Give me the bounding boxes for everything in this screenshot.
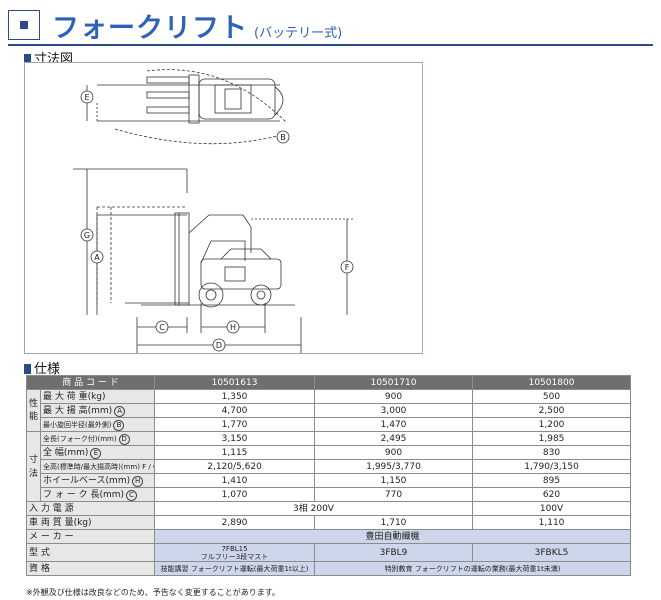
cell: 豊田自動織機 (154, 529, 632, 544)
row-label: 全長(フォーク付)(mm)D (39, 431, 156, 446)
mark-c: C (126, 489, 138, 501)
mark-d: D (118, 433, 130, 445)
code-3: 10501800 (472, 375, 632, 390)
cell: 4,700 (154, 403, 316, 418)
group-performance: 性能 (26, 389, 41, 432)
table-row: メ ー カ ー 豊田自動織機 (25, 529, 632, 544)
code-2: 10501710 (314, 375, 474, 390)
row-label: メ ー カ ー (25, 529, 156, 544)
section-marker-icon (24, 54, 31, 64)
table-row: 寸法 全長(フォーク付)(mm)D 3,150 2,495 1,985 (26, 431, 632, 502)
table-row: 車 両 質 量(kg) 2,890 1,710 1,110 (25, 515, 632, 530)
page-header: フォークリフト (バッテリー式) (8, 4, 653, 46)
cell: 1,470 (314, 417, 474, 432)
mark-e: E (90, 447, 102, 459)
cell: 1,070 (154, 487, 316, 502)
cell: 100V (472, 501, 632, 516)
table-row: 性能 最 大 荷 重(kg) 1,350 900 500 (26, 389, 632, 432)
cell: 3相 200V (154, 501, 474, 516)
title-subtitle: (バッテリー式) (254, 26, 343, 41)
cell: 770 (314, 487, 474, 502)
row-label: 最 大 揚 高(mm)A (39, 403, 156, 418)
mark-fg: F / G (142, 462, 153, 471)
cell: 1,985 (472, 431, 632, 446)
cell: 1,115 (154, 445, 316, 460)
row-label: 全高(標準時/最大揚高時)(mm) F / G (39, 459, 156, 474)
cell: 3FBL9 (314, 543, 474, 562)
label-a: A (94, 253, 100, 262)
mark-h: H (132, 475, 144, 487)
cell: 2,500 (472, 403, 632, 418)
code-1: 10501613 (154, 375, 316, 390)
title-square-icon (8, 10, 40, 40)
cell: 1,770 (154, 417, 316, 432)
table-row: 最小旋回半径(最外側)B 1,770 1,470 1,200 (27, 417, 632, 432)
cell: 900 (314, 445, 474, 460)
cell: 1,200 (472, 417, 632, 432)
section-marker-icon (24, 364, 31, 374)
cell: 620 (472, 487, 632, 502)
table-row: フ ォ ー ク 長(mm)C 1,070 770 620 (27, 487, 632, 502)
cell: 3,150 (154, 431, 316, 446)
section-specs-label: 仕様 (34, 362, 61, 377)
table-row: ホイールベース(mm)H 1,410 1,150 895 (27, 473, 632, 488)
cell: 3,000 (314, 403, 474, 418)
group-dimensions: 寸法 (26, 431, 41, 502)
spec-table: 商 品 コ ー ド 10501613 10501710 10501800 性能 … (25, 375, 632, 576)
label-d: D (216, 341, 222, 350)
title-main: フォークリフト (52, 13, 248, 44)
table-row: 入 力 電 源 3相 200V 100V (25, 501, 632, 516)
cell: 2,890 (154, 515, 316, 530)
code-header: 商 品 コ ー ド (25, 375, 156, 390)
cell: 900 (314, 389, 474, 404)
row-label: 型 式 (25, 543, 156, 562)
footnote: ※外観及び仕様は改良などのため、予告なく変更することがあります。 (26, 588, 280, 597)
cell: 特別教育 フォークリフトの運転の業務(最大荷重1t未満) (314, 561, 632, 576)
cell: 技能講習 フォークリフト運転(最大荷重1t以上) (154, 561, 316, 576)
table-row: 最 大 揚 高(mm)A 4,700 3,000 2,500 (27, 403, 632, 418)
cell: 895 (472, 473, 632, 488)
table-row: 全高(標準時/最大揚高時)(mm) F / G 2,120/5,620 1,99… (27, 459, 632, 474)
table-header-row: 商 品 コ ー ド 10501613 10501710 10501800 (25, 375, 632, 390)
row-label: 入 力 電 源 (25, 501, 156, 516)
label-c: C (159, 323, 165, 332)
row-label: フ ォ ー ク 長(mm)C (39, 487, 156, 502)
row-label: 最小旋回半径(最外側)B (39, 417, 156, 432)
cell: 1,995/3,770 (314, 459, 474, 474)
cell: 1,410 (154, 473, 316, 488)
section-heading-specs: 仕様 (24, 358, 60, 377)
table-row: 資 格 技能講習 フォークリフト運転(最大荷重1t以上) 特別教育 フォークリフ… (25, 561, 632, 576)
cell: 500 (472, 389, 632, 404)
label-h: H (230, 323, 236, 332)
row-label: 最 大 荷 重(kg) (39, 389, 156, 404)
cell: 3FBKL5 (472, 543, 632, 562)
label-f: F (345, 263, 350, 272)
row-label: 全 幅(mm)E (39, 445, 156, 460)
table-row: 全 幅(mm)E 1,115 900 830 (27, 445, 632, 460)
mark-b: B (113, 419, 125, 431)
row-label: 資 格 (25, 561, 156, 576)
page-title: フォークリフト (バッテリー式) (52, 6, 342, 45)
mark-a: A (114, 405, 126, 417)
cell: 1,150 (314, 473, 474, 488)
cell: 830 (472, 445, 632, 460)
label-e: E (84, 93, 89, 102)
label-b: B (280, 133, 286, 142)
cell: 1,350 (154, 389, 316, 404)
cell: 1,110 (472, 515, 632, 530)
cell: 2,120/5,620 (154, 459, 316, 474)
row-label: 車 両 質 量(kg) (25, 515, 156, 530)
row-label: ホイールベース(mm)H (39, 473, 156, 488)
forklift-drawing: E B G A F C H D (73, 69, 355, 353)
cell: 1,710 (314, 515, 474, 530)
cell: 2,495 (314, 431, 474, 446)
title-underline (8, 44, 653, 46)
dimension-drawing: E B G A F C H D (24, 62, 423, 354)
cell: 1,790/3,150 (472, 459, 632, 474)
label-g: G (84, 231, 90, 240)
